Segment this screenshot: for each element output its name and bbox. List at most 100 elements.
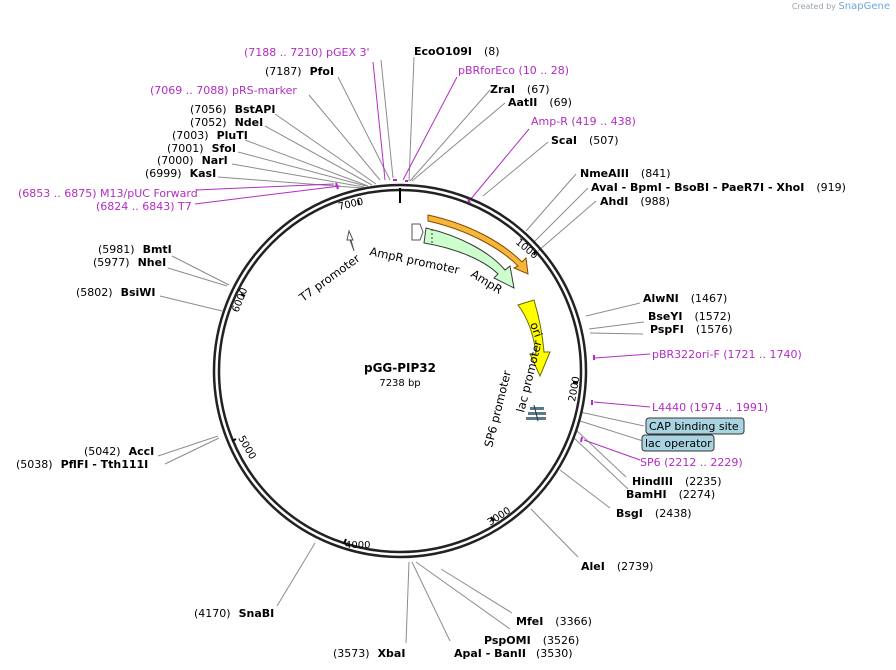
primer-pbrforeco: pBRforEco (10 .. 28)	[458, 64, 569, 77]
site-alwni: AlwNI(1467)	[643, 292, 727, 305]
primer-l4440: L4440 (1974 .. 1991)	[652, 401, 768, 414]
site-pflfi: (5038) PflFI - Tth111I	[16, 458, 148, 471]
zrai-name: ZraI	[490, 83, 515, 96]
site-pspomi: PspOMI (3526)	[484, 634, 579, 647]
aatii-name: AatII	[508, 96, 537, 109]
bstapi-pos: (7056)	[190, 103, 227, 116]
primer-pbr322ori-f: pBR322ori-F (1721 .. 1740)	[652, 348, 802, 361]
pflfi-name: PflFI - Tth111I	[61, 458, 149, 471]
kasi-pos: (6999)	[145, 167, 182, 180]
snapgene-brand: Created by SnapGene	[792, 1, 890, 12]
pspomi-name: PspOMI	[484, 634, 531, 647]
leader-lines	[157, 56, 645, 644]
ndei-pos: (7052)	[190, 116, 227, 129]
eco0109i-pos: (8)	[484, 45, 500, 58]
primer-prs-marker: (7069 .. 7088) pRS-marker	[150, 84, 297, 97]
xbai-name: XbaI	[378, 647, 406, 660]
site-aatii: AatII(69)	[508, 96, 572, 109]
nari-pos: (7000)	[157, 154, 194, 167]
bseyi-name: BseYI	[648, 310, 682, 323]
ahdi-pos: (988)	[640, 195, 670, 208]
xbai-pos: (3573)	[333, 647, 370, 660]
scai-name: ScaI	[551, 134, 577, 147]
primer-sp6: SP6 (2212 .. 2229)	[640, 456, 743, 469]
site-snabi: (4170) SnaBI	[194, 607, 274, 620]
site-pluti: (7003) PluTI	[172, 129, 248, 142]
plasmid-name: pGG-PIP32	[364, 361, 436, 375]
pspfi-name: PspFI	[650, 323, 684, 336]
tick-3000: 3000	[486, 505, 513, 528]
site-pspfi: PspFI (1576)	[650, 323, 732, 336]
site-avai: AvaI - BpmI - BsoBI - PaeR7I - XhoI(919)	[591, 181, 846, 194]
sp6-promoter-label: SP6 promoter	[481, 369, 514, 449]
ahdi-name: AhdI	[600, 195, 628, 208]
lac-operator-box	[641, 434, 715, 452]
cap-binding-site-box	[645, 417, 745, 435]
lac-operator-label: lac operator	[645, 437, 712, 450]
bstapi-name: BstAPI	[235, 103, 276, 116]
ori-arrow	[517, 299, 551, 378]
t7-promoter-arrow	[346, 229, 355, 252]
site-bstapi: (7056) BstAPI	[190, 103, 275, 116]
site-ndei: (7052)NdeI	[190, 116, 263, 129]
nhei-name: NheI	[138, 256, 167, 269]
bmti-name: BmtI	[143, 243, 172, 256]
tick-5000: 5000	[235, 434, 257, 462]
site-nmeaiii: NmeAIII (841)	[580, 167, 671, 180]
scai-pos: (507)	[589, 134, 619, 147]
mfei-name: MfeI	[516, 615, 543, 628]
snabi-pos: (4170)	[194, 607, 231, 620]
site-mfei: MfeI (3366)	[516, 615, 592, 628]
lac-promoter-glyph	[526, 404, 546, 422]
site-zrai: ZraI(67)	[490, 83, 550, 96]
ampr-arrow	[423, 227, 515, 289]
site-apai: ApaI - BanII(3530)	[454, 647, 573, 660]
primer-amp-r: Amp-R (419 .. 438)	[531, 115, 636, 128]
brand-prefix: Created by	[791, 2, 836, 11]
site-alei: AleI (2739)	[581, 560, 653, 573]
avai-pos: (919)	[816, 181, 846, 194]
pluti-name: PluTI	[217, 129, 248, 142]
site-bseyi: BseYI(1572)	[648, 310, 731, 323]
tick-marks	[231, 188, 579, 545]
bamhi-pos: (2274)	[679, 488, 716, 501]
nari-name: NarI	[202, 154, 228, 167]
cap-binding-site-label: CAP binding site	[649, 420, 739, 433]
site-bsiwi: (5802)BsiWI	[76, 286, 156, 299]
nhei-pos: (5977)	[93, 256, 130, 269]
snapgene-logo: SnapGene	[838, 1, 890, 12]
apai-pos: (3530)	[536, 647, 573, 660]
alwni-pos: (1467)	[691, 292, 728, 305]
alei-name: AleI	[581, 560, 605, 573]
site-bsgi: BsgI(2438)	[616, 507, 691, 520]
pspomi-pos: (3526)	[543, 634, 580, 647]
site-xbai: (3573) XbaI	[333, 647, 405, 660]
pflfi-pos: (5038)	[16, 458, 53, 471]
site-scai: ScaI (507)	[551, 134, 619, 147]
hindiii-pos: (2235)	[685, 475, 722, 488]
nmeaiii-pos: (841)	[641, 167, 671, 180]
ori-label: ori	[527, 320, 545, 339]
nmeaiii-name: NmeAIII	[580, 167, 629, 180]
t7-promoter-label: T7 promoter	[296, 251, 363, 305]
alei-pos: (2739)	[617, 560, 654, 573]
tick-2000: 2000	[567, 376, 582, 403]
tick-4000: 4000	[345, 540, 370, 551]
site-kasi: (6999)KasI	[145, 167, 216, 180]
pfoi-pos: (7187)	[265, 65, 302, 78]
plasmid-length: 7238 bp	[379, 378, 420, 389]
bsiwi-name: BsiWI	[121, 286, 156, 299]
pluti-pos: (7003)	[172, 129, 209, 142]
acci-pos: (5042)	[84, 445, 121, 458]
bamhi-name: BamHI	[626, 488, 667, 501]
site-nhei: (5977) NheI	[93, 256, 166, 269]
snabi-name: SnaBI	[239, 607, 275, 620]
site-sfoi: (7001)SfoI	[167, 142, 236, 155]
pspfi-pos: (1576)	[696, 323, 733, 336]
site-acci: (5042)AccI	[84, 445, 154, 458]
primer-lines	[194, 61, 651, 461]
mfei-pos: (3366)	[555, 615, 592, 628]
site-hindiii: HindIII(2235)	[632, 475, 722, 488]
bmti-pos: (5981)	[98, 243, 135, 256]
